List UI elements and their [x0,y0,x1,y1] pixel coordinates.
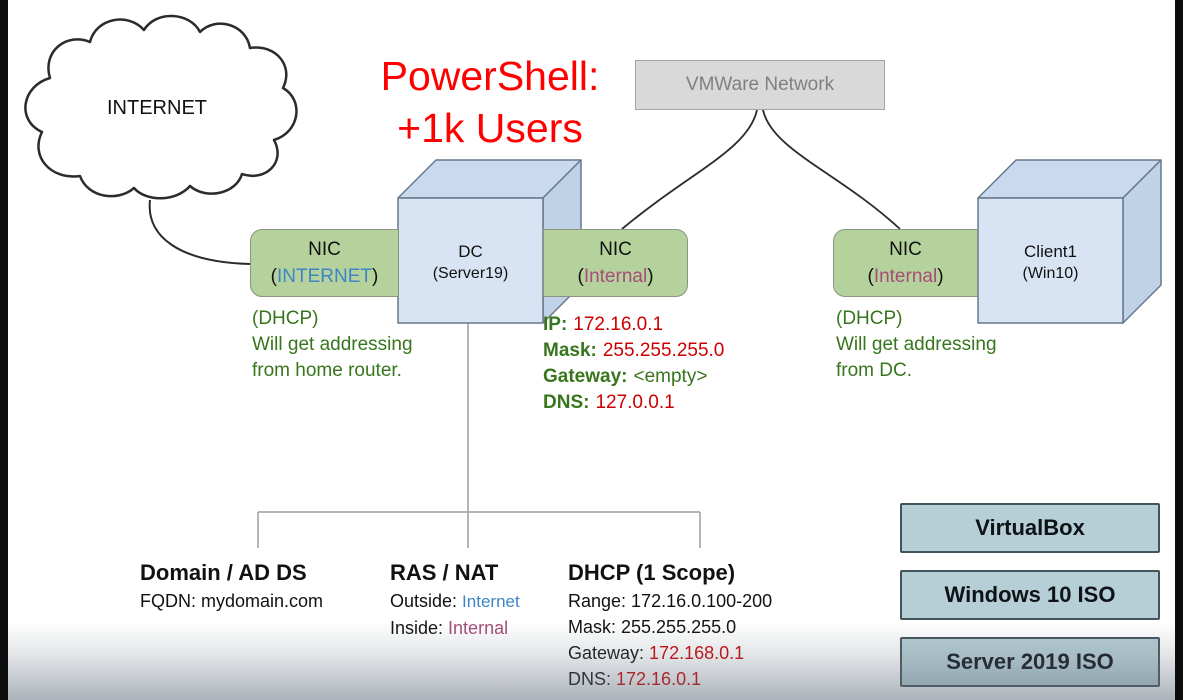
config-row: Gateway:<empty> [543,364,724,390]
legend-label: Windows 10 ISO [944,582,1116,607]
vmware-network-label: VMWare Network [685,74,835,95]
dhcp-label: Range: [568,591,627,611]
nic-dc-subtitle: (Internal) [544,263,687,290]
nic-internet-box: NIC (INTERNET) [250,229,399,297]
paren: ( [577,266,584,287]
headline-line1: PowerShell: [380,53,600,99]
dc-services-connector [257,323,701,548]
nic-client-title: NIC [889,239,922,260]
client-name: Client1 [1024,242,1077,261]
nic-internet-title: NIC [308,239,341,260]
note-line: (DHCP) [252,308,319,329]
config-label: DNS: [543,392,590,413]
ras-value: Internet [462,592,520,611]
client-os: (Win10) [1022,265,1079,282]
client-cube-label: Client1 (Win10) [978,240,1123,285]
config-label: IP: [543,314,568,335]
paren: ( [867,266,874,287]
dhcp-value: 172.16.0.100-200 [631,591,773,611]
dhcp-label: DNS: [568,669,612,689]
service-domain: Domain / AD DS FQDN: mydomain.com [140,558,323,614]
config-value: <empty> [633,366,708,387]
dc-os: (Server19) [432,265,509,282]
ras-label: Inside: [390,618,444,638]
dhcp-label: Gateway: [568,643,645,663]
ras-label: Outside: [390,591,458,611]
nic-dc-internal-box: NIC (Internal) [543,229,688,297]
config-value: 255.255.255.0 [602,340,725,361]
service-ras-title: RAS / NAT [390,560,499,585]
legend-virtualbox: VirtualBox [900,503,1160,553]
config-row: IP:172.16.0.1 [543,312,724,338]
dhcp-value: 172.16.0.1 [616,669,702,689]
note-line: from home router. [252,360,402,381]
nic-dc-title: NIC [599,239,632,260]
headline: PowerShell: +1k Users [355,50,625,154]
client-nic-note: (DHCP) Will get addressing from DC. [836,306,997,384]
service-dhcp-row: Gateway:172.168.0.1 [568,640,772,666]
nic-client-subtitle: (Internal) [834,263,977,290]
ras-value: Internal [448,618,509,638]
config-label: Gateway: [543,366,628,387]
legend-label: VirtualBox [975,515,1085,540]
service-domain-title: Domain / AD DS [140,560,307,585]
vmware-to-client-connector [762,109,901,230]
right-edge-bar [1175,0,1183,700]
nic-dc-network-name: Internal [583,266,648,287]
dhcp-value: 255.255.255.0 [621,617,737,637]
legend-label: Server 2019 ISO [946,649,1114,674]
left-edge-bar [0,0,8,700]
dc-cube-label: DC (Server19) [398,240,543,285]
config-value: 172.16.0.1 [573,314,664,335]
config-row: Mask:255.255.255.0 [543,338,724,364]
headline-line2: +1k Users [397,105,583,151]
internet-nic-note: (DHCP) Will get addressing from home rou… [252,306,413,384]
service-dhcp-row: Range:172.16.0.100-200 [568,588,772,614]
service-ras-row: Outside:Internet [390,588,520,615]
note-line: from DC. [836,360,912,381]
cloud-to-nic-connector [148,199,251,265]
paren: ) [372,266,379,287]
config-value: 127.0.0.1 [595,392,675,413]
nic-client-network-name: Internal [873,266,938,287]
paren: ( [270,266,277,287]
note-line: Will get addressing [252,334,413,355]
legend-server2019-iso: Server 2019 ISO [900,637,1160,687]
service-dhcp-row: DNS:172.16.0.1 [568,666,772,692]
service-ras-row: Inside:Internal [390,615,520,641]
paren: ) [937,266,944,287]
note-line: Will get addressing [836,334,997,355]
legend-windows10-iso: Windows 10 ISO [900,570,1160,620]
config-label: Mask: [543,340,597,361]
dhcp-label: Mask: [568,617,617,637]
internet-cloud-label: INTERNET [107,97,207,119]
vmware-to-dc-connector [621,109,758,230]
dc-name: DC [458,242,483,261]
note-line: (DHCP) [836,308,903,329]
nic-internet-subtitle: (INTERNET) [251,263,398,290]
paren: ) [647,266,654,287]
nic-internet-network-name: INTERNET [277,266,372,287]
dhcp-value: 172.168.0.1 [649,643,745,663]
internet-cloud-shape [24,14,298,200]
client-cube-shape [977,159,1162,324]
service-domain-detail: FQDN: mydomain.com [140,591,324,611]
dc-ip-config: IP:172.16.0.1 Mask:255.255.255.0 Gateway… [543,312,724,416]
service-dhcp-title: DHCP (1 Scope) [568,560,736,585]
service-ras-nat: RAS / NAT Outside:Internet Inside:Intern… [390,558,520,641]
vmware-network-box: VMWare Network [635,60,885,110]
config-row: DNS:127.0.0.1 [543,390,724,416]
service-dhcp: DHCP (1 Scope) Range:172.16.0.100-200 Ma… [568,558,772,692]
service-dhcp-row: Mask:255.255.255.0 [568,614,772,640]
nic-client-internal-box: NIC (Internal) [833,229,978,297]
